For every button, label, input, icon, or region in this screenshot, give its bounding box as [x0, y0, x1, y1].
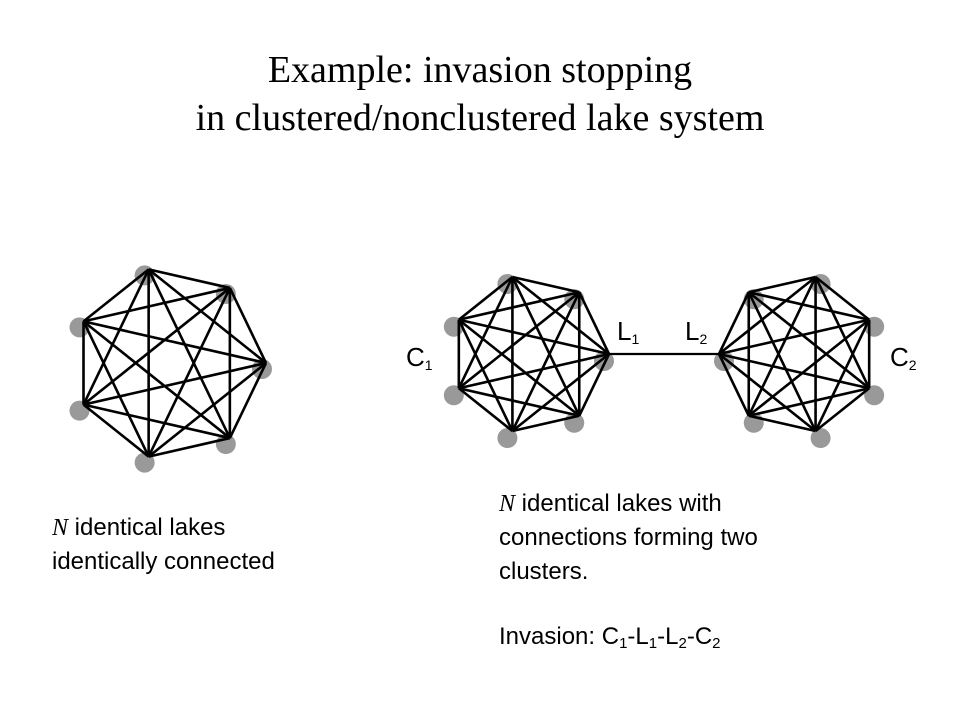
graph-labels: C1 C2 L1 L2: [406, 316, 917, 373]
cluster-2-connection: [718, 275, 817, 356]
left-connection: [228, 362, 268, 439]
left-connection: [82, 268, 150, 406]
title-line-1: Example: invasion stopping: [267, 49, 693, 91]
cluster-1-connection: [511, 276, 581, 417]
left-connection: [148, 268, 231, 290]
invasion-step: C2: [694, 623, 721, 652]
left-connection: [82, 320, 150, 458]
cluster-2-connection: [747, 291, 870, 390]
invasion-step: L2: [665, 623, 687, 652]
slide-title: Example: invasion stopping in clustered/…: [0, 46, 960, 142]
cluster-2-connection: [748, 290, 870, 321]
cluster-1-connection: [458, 290, 580, 321]
cluster-2-connection: [747, 276, 817, 417]
right-caption-text: identical lakes with connections forming…: [499, 490, 758, 585]
clustered-graph: [443, 273, 885, 449]
cluster-1-connection: [458, 352, 610, 390]
cluster-1-lake-node: [497, 428, 518, 449]
left-connection: [147, 287, 232, 458]
cluster-1-connection: [457, 276, 514, 389]
right-caption-n: N: [499, 491, 516, 517]
left-connection: [82, 268, 150, 323]
cluster-2-connection: [748, 275, 816, 294]
left-connection: [83, 286, 231, 323]
invasion-prefix: Invasion:: [499, 623, 596, 650]
cluster-2-connection: [717, 353, 750, 417]
cluster-1-label: C1: [406, 342, 433, 373]
cluster-1-connection: [578, 353, 611, 417]
cluster-2-connection: [718, 352, 817, 433]
cluster-2-connection: [718, 318, 870, 356]
cluster-1-connection: [578, 291, 611, 355]
left-connection: [228, 287, 268, 364]
nonclustered-graph: [69, 265, 272, 473]
title-line-2: in clustered/nonclustered lake system: [195, 97, 765, 139]
cluster-1-connection: [458, 387, 580, 418]
left-connection: [148, 436, 231, 458]
cluster-2-connection: [748, 414, 816, 433]
left-caption: N identical lakes identically connected: [52, 511, 302, 579]
cluster-2-connection: [814, 275, 870, 321]
cluster-1-connection: [511, 275, 610, 356]
right-caption: N identical lakes with connections formi…: [499, 487, 819, 589]
invasion-step: L1: [635, 623, 658, 652]
cluster-2-connection: [747, 291, 817, 432]
left-connection: [147, 361, 267, 458]
left-caption-n: N: [52, 515, 69, 541]
cluster-1-connection: [458, 387, 514, 433]
link-2-label: L2: [685, 316, 707, 347]
cluster-1-connection: [511, 352, 610, 433]
cluster-2-connection: [717, 291, 750, 355]
cluster-1-connection: [458, 275, 514, 321]
cluster-1-lake-node: [443, 385, 464, 406]
cluster-1-connection: [458, 291, 581, 390]
cluster-2-lake-node: [810, 428, 831, 449]
cluster-2-connection: [748, 387, 870, 418]
cluster-1-connection: [512, 275, 580, 294]
left-connection: [147, 268, 232, 439]
cluster-2-connection: [814, 276, 871, 389]
left-connection: [83, 361, 267, 406]
invasion-sequence: C1-L1-L2-C2: [601, 623, 721, 652]
left-connection: [83, 320, 267, 365]
link-1-label: L1: [617, 316, 639, 347]
cluster-1-connection: [512, 414, 580, 433]
left-connection: [83, 403, 231, 440]
invasion-step: C1: [601, 623, 628, 652]
cluster-1-connection: [458, 318, 581, 417]
cluster-2-lake-node: [864, 385, 885, 406]
cluster-2-connection: [747, 318, 870, 417]
cluster-2-connection: [718, 352, 870, 390]
left-caption-text: identical lakes identically connected: [52, 514, 275, 575]
cluster-1-connection: [511, 291, 581, 432]
left-connection: [82, 286, 231, 406]
cluster-1-connection: [457, 319, 514, 432]
cluster-1-connection: [458, 318, 610, 356]
cluster-2-connection: [814, 387, 870, 433]
cluster-2-label: C2: [890, 342, 917, 373]
cluster-2-connection: [814, 319, 871, 432]
invasion-path: Invasion: C1-L1-L2-C2: [499, 620, 721, 661]
left-connection: [147, 268, 267, 365]
left-connection: [82, 403, 150, 458]
left-connection: [82, 320, 231, 440]
